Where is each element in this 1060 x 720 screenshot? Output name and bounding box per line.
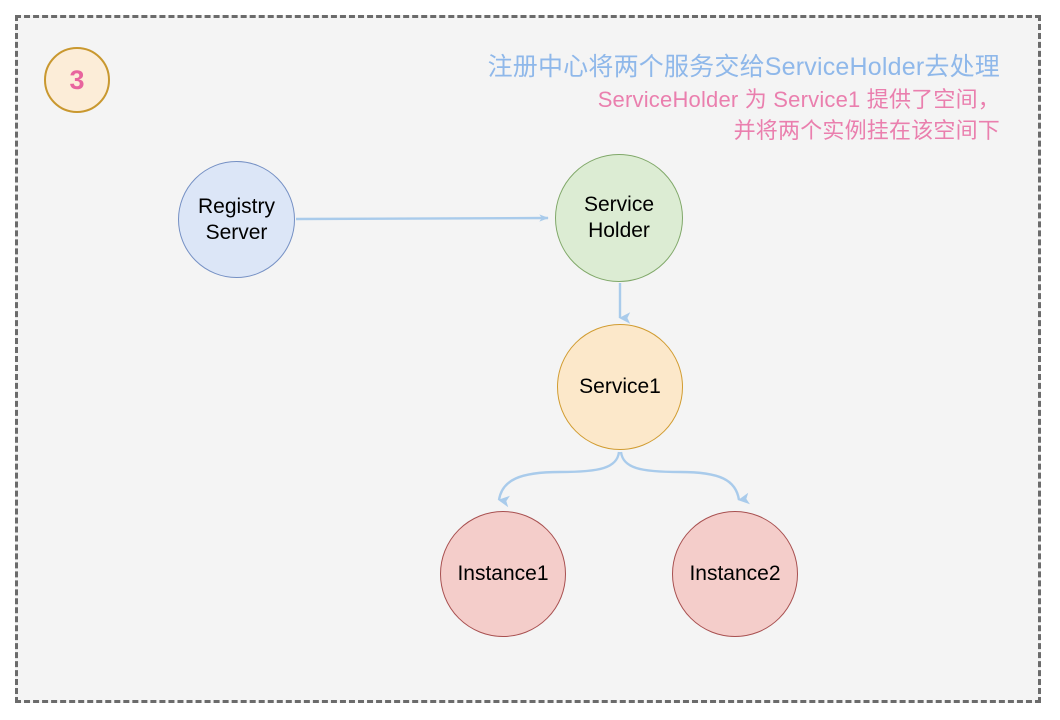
node-registry-server[interactable]: Registry Server xyxy=(178,161,295,278)
node-service-holder-label: Service Holder xyxy=(584,192,654,244)
step-number-badge: 3 xyxy=(44,47,110,113)
node-instance2-label: Instance2 xyxy=(689,562,781,585)
node-registry-server-label-line1: Registry xyxy=(197,194,276,218)
node-registry-server-label: Registry Server xyxy=(198,194,275,246)
node-service-holder-label-line2: Holder xyxy=(588,219,650,242)
node-instance1[interactable]: Instance1 xyxy=(440,511,566,637)
node-service1-label: Service1 xyxy=(579,375,661,398)
node-instance1-label: Instance1 xyxy=(457,562,549,585)
node-registry-server-label-line2: Server xyxy=(205,220,268,244)
step-number-text: 3 xyxy=(69,64,85,95)
annotation-line-3: 并将两个实例挂在该空间下 xyxy=(733,118,1000,143)
node-service1[interactable]: Service1 xyxy=(557,324,683,450)
node-service-holder[interactable]: Service Holder xyxy=(555,154,683,282)
annotation-line-2: ServiceHolder 为 Service1 提供了空间， xyxy=(597,87,1000,112)
node-instance2[interactable]: Instance2 xyxy=(672,511,798,637)
node-service-holder-label-line1: Service xyxy=(583,193,655,216)
annotation-line-1: 注册中心将两个服务交给ServiceHolder去处理 xyxy=(487,53,1000,81)
annotation-block: 注册中心将两个服务交给ServiceHolder去处理 ServiceHolde… xyxy=(300,50,1000,146)
